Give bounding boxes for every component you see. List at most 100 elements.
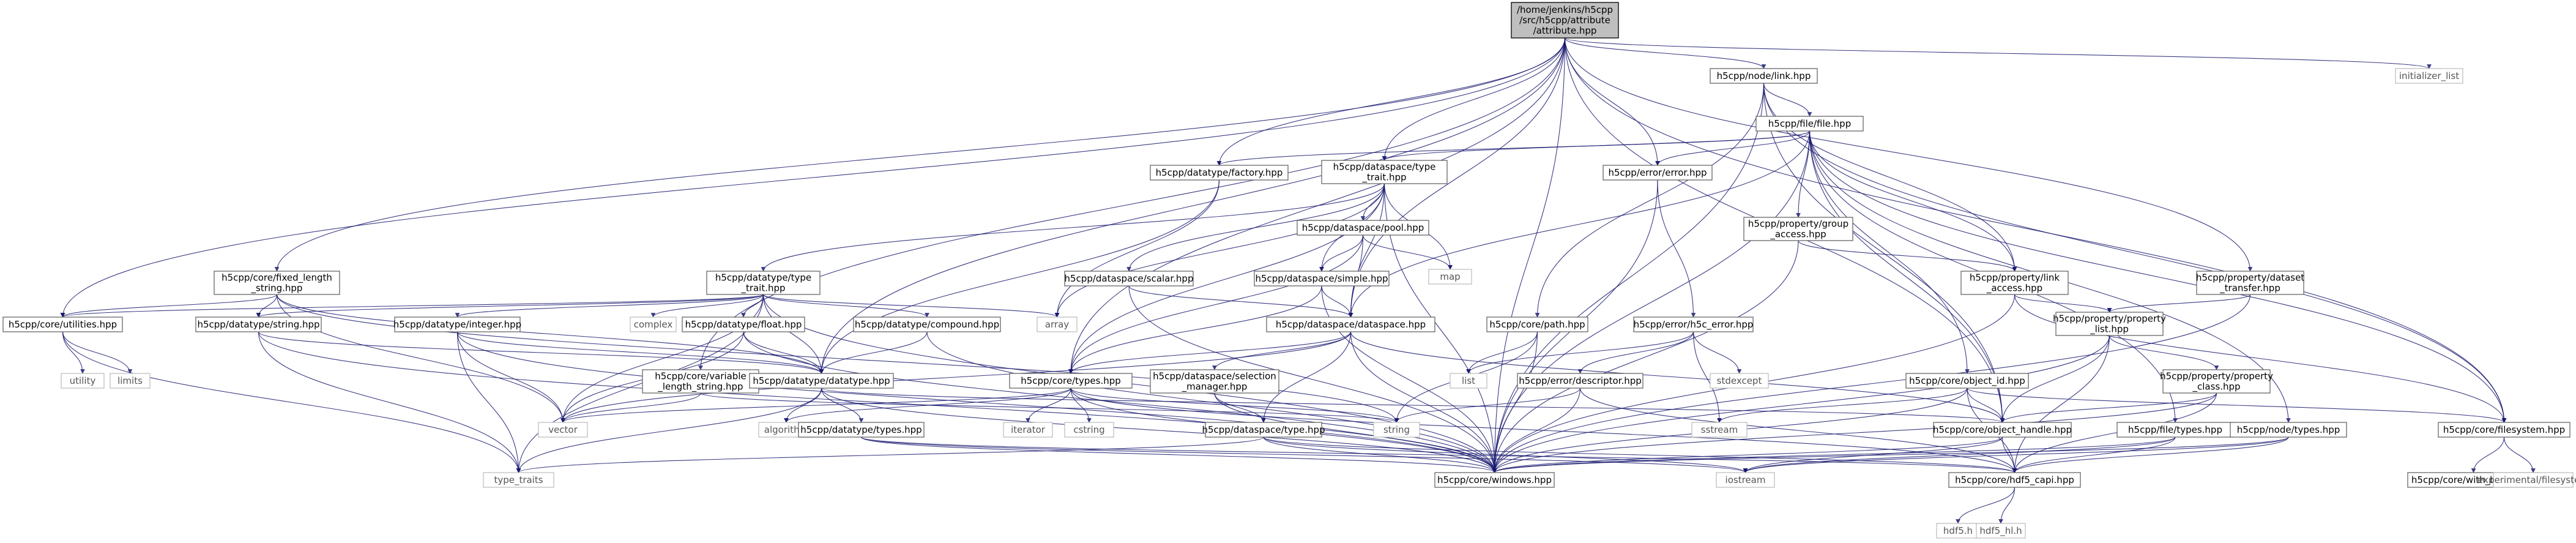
node-sstream[interactable]: sstream: [1691, 422, 1748, 438]
edge-root-to-fixedlen: [274, 37, 1566, 272]
node-selection[interactable]: h5cpp/dataspace/selection_manager.hpp: [1150, 369, 1279, 394]
node-dstrait[interactable]: h5cpp/dataspace/type_trait.hpp: [1321, 160, 1448, 184]
node-box: [2055, 312, 2164, 336]
node-link[interactable]: h5cpp/node/link.hpp: [1710, 68, 1818, 84]
node-scalar[interactable]: h5cpp/dataspace/scalar.hpp: [1064, 271, 1194, 286]
node-objid[interactable]: h5cpp/core/object_id.hpp: [1905, 373, 2029, 389]
node-label: h5cpp/dataspace/type.hpp: [1202, 424, 1325, 435]
node-box: [195, 316, 322, 332]
edge-dttypes-to-windows: [860, 436, 1497, 473]
node-objhandle[interactable]: h5cpp/core/object_handle.hpp: [1933, 422, 2072, 438]
node-simple[interactable]: h5cpp/dataspace/simple.hpp: [1254, 271, 1390, 286]
node-pool[interactable]: h5cpp/dataspace/pool.hpp: [1297, 220, 1429, 236]
node-path[interactable]: h5cpp/core/path.hpp: [1486, 316, 1588, 332]
node-vector[interactable]: vector: [538, 422, 588, 438]
node-factory[interactable]: h5cpp/datatype/factory.hpp: [1150, 165, 1289, 181]
node-hdf5hlh[interactable]: hdf5_hl.h: [1976, 523, 2026, 539]
edge-root-to-filesystem: [1564, 37, 2507, 423]
edge-filetypes-to-windows: [1492, 436, 2176, 473]
edge-descriptor-to-hdf5capi: [1579, 388, 2017, 473]
node-file[interactable]: h5cpp/file/file.hpp: [1755, 116, 1864, 132]
edge-dttrait-to-utilities: [61, 294, 764, 318]
edge-path-to-list: [1466, 331, 1538, 374]
node-integer[interactable]: h5cpp/datatype/integer.hpp: [393, 316, 521, 332]
edge-simple-to-coretypes: [1068, 285, 1322, 374]
edge-coretypes-to-iterator: [1026, 388, 1071, 423]
node-iterator[interactable]: iterator: [1003, 422, 1053, 438]
node-label: _string.hpp: [251, 283, 303, 294]
node-label: type_traits: [494, 474, 543, 486]
edge-integer-to-datatype: [456, 331, 824, 374]
node-label: _transfer.hpp: [2219, 283, 2280, 294]
node-dstype[interactable]: h5cpp/dataspace/type.hpp: [1202, 422, 1325, 438]
node-varlen[interactable]: h5cpp/core/variable_length_string.hpp: [642, 369, 759, 394]
node-filetypes[interactable]: h5cpp/file/types.hpp: [2116, 422, 2234, 438]
node-dttrait[interactable]: h5cpp/datatype/type_trait.hpp: [706, 271, 821, 295]
node-nodetypes[interactable]: h5cpp/node/types.hpp: [2230, 422, 2347, 438]
node-error[interactable]: h5cpp/error/error.hpp: [1603, 165, 1713, 181]
node-complex[interactable]: complex: [630, 316, 677, 332]
edge-filesystem-to-expfs: [2503, 436, 2536, 473]
edge-nodetypes-to-hdf5capi: [2012, 436, 2289, 473]
node-propclass[interactable]: h5cpp/property/property_class.hpp: [2160, 369, 2273, 394]
edge-datatype-to-windows: [821, 388, 1497, 473]
node-filesystem[interactable]: h5cpp/core/filesystem.hpp: [2438, 422, 2570, 438]
node-windows[interactable]: h5cpp/core/windows.hpp: [1434, 472, 1555, 488]
node-descriptor[interactable]: h5cpp/error/descriptor.hpp: [1517, 373, 1644, 389]
node-datatype[interactable]: h5cpp/datatype/datatype.hpp: [749, 373, 894, 389]
node-h5cerror[interactable]: h5cpp/error/h5c_error.hpp: [1633, 316, 1754, 332]
node-fixedlen[interactable]: h5cpp/core/fixed_length_string.hpp: [214, 271, 340, 295]
node-limits[interactable]: limits: [110, 373, 151, 389]
edge-propclass-to-hdf5capi: [2012, 392, 2217, 473]
node-initlist[interactable]: initializer_list: [2395, 68, 2463, 84]
node-map[interactable]: map: [1428, 269, 1472, 285]
node-dstransfer[interactable]: h5cpp/property/dataset_transfer.hpp: [2196, 271, 2304, 295]
edge-pool-to-coretypes: [1068, 234, 1364, 374]
edge-dstype-to-windows: [1263, 436, 1497, 473]
node-label: stdexcept: [1717, 375, 1762, 386]
node-dttypes[interactable]: h5cpp/datatype/types.hpp: [798, 422, 925, 438]
node-linkaccess[interactable]: h5cpp/property/link_access.hpp: [1960, 271, 2069, 295]
node-dtstring[interactable]: h5cpp/datatype/string.hpp: [195, 316, 322, 332]
node-box: [2196, 271, 2304, 295]
node-label: h5cpp/property/property: [2160, 371, 2273, 382]
edge-varlen-to-vector: [560, 392, 701, 423]
node-label: _class.hpp: [2192, 381, 2240, 393]
node-label: array: [1045, 319, 1069, 330]
edge-error-to-h5cerror: [1657, 179, 1696, 318]
node-label: h5cpp/datatype/factory.hpp: [1156, 167, 1283, 178]
edge-scalar-to-dataspace: [1128, 285, 1353, 318]
node-cstring[interactable]: cstring: [1064, 422, 1114, 438]
edge-root-to-varlen: [698, 37, 1566, 370]
node-groupaccess[interactable]: h5cpp/property/group_access.hpp: [1743, 217, 1853, 241]
node-utility[interactable]: utility: [61, 373, 105, 389]
edge-integer-to-vector: [456, 331, 565, 423]
node-label: _access.hpp: [1770, 229, 1826, 241]
node-expfs[interactable]: experimental/filesystem: [2477, 472, 2576, 488]
edge-path-to-windows: [1492, 331, 1538, 473]
edge-filetypes-to-hdf5capi: [2012, 436, 2176, 473]
node-box: [1511, 2, 1619, 39]
node-utilities[interactable]: h5cpp/core/utilities.hpp: [2, 316, 123, 332]
node-list[interactable]: list: [1450, 373, 1487, 389]
node-box: [1064, 271, 1194, 286]
node-box: [214, 271, 340, 295]
node-box: [1716, 472, 1775, 488]
node-coretypes[interactable]: h5cpp/core/types.hpp: [1009, 373, 1133, 389]
node-float[interactable]: h5cpp/datatype/float.hpp: [682, 316, 805, 332]
edge-selection-to-windows: [1214, 392, 1497, 473]
edge-root-to-dstrait: [1382, 37, 1566, 161]
node-iostream[interactable]: iostream: [1716, 472, 1775, 488]
edge-h5cerror-to-list: [1466, 331, 1694, 374]
node-hdf5h[interactable]: hdf5.h: [1936, 523, 1980, 539]
node-array[interactable]: array: [1037, 316, 1078, 332]
node-stdexcept[interactable]: stdexcept: [1710, 373, 1769, 389]
node-proplist[interactable]: h5cpp/property/property_list.hpp: [2053, 312, 2166, 336]
edge-link-to-file: [1763, 83, 1812, 117]
node-string[interactable]: string: [1373, 422, 1420, 438]
node-dataspace[interactable]: h5cpp/dataspace/dataspace.hpp: [1266, 316, 1435, 332]
node-compound[interactable]: h5cpp/datatype/compound.hpp: [853, 316, 1001, 332]
node-label: h5cpp/core/types.hpp: [1021, 375, 1121, 386]
node-hdf5capi[interactable]: h5cpp/core/hdf5_capi.hpp: [1948, 472, 2081, 488]
node-typetraits[interactable]: type_traits: [483, 472, 554, 488]
